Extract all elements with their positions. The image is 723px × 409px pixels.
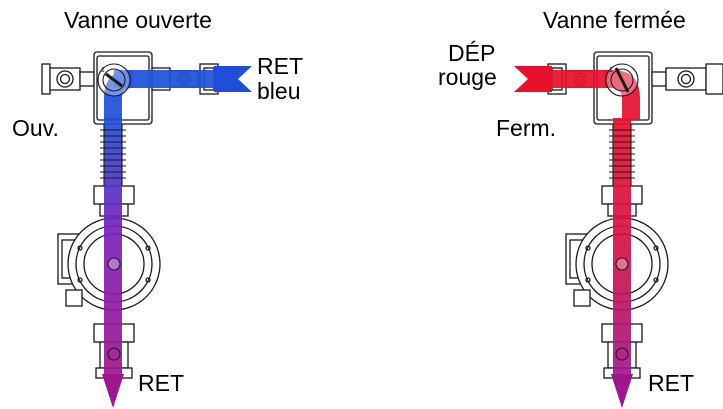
left-title: Vanne ouverte	[64, 7, 212, 33]
right-valve-state-label: Ferm.	[496, 115, 557, 141]
left-inlet-label-line2: bleu	[257, 78, 301, 104]
right-overlay: 1	[605, 63, 639, 361]
right-side-connector	[651, 63, 723, 95]
left-outlet-label: RET	[138, 370, 184, 396]
left-flow	[102, 66, 252, 408]
left-valve-state-label: Ouv.	[12, 115, 59, 141]
right-outlet-arrow	[611, 374, 633, 408]
svg-text:1: 1	[609, 67, 613, 74]
svg-text:1: 1	[101, 67, 105, 74]
left-assembly	[41, 51, 219, 379]
right-valve-knob-icon: 1	[605, 63, 639, 97]
right-inlet-label-line2: rouge	[438, 64, 497, 90]
right-title: Vanne fermée	[543, 7, 686, 33]
right-pump-shaft-icon	[615, 257, 629, 271]
right-flow	[514, 66, 640, 408]
left-valve-knob-icon: 1	[97, 63, 131, 97]
left-inlet-label-line1: RET	[257, 53, 303, 79]
right-inlet-label-line1: DÉP	[448, 40, 496, 66]
right-outlet-label: RET	[648, 370, 694, 396]
left-inlet-arrow	[214, 66, 252, 92]
left-side-connector	[41, 63, 95, 95]
left-outlet-arrow	[102, 374, 124, 408]
left-pump-shaft-icon	[107, 257, 121, 271]
right-inlet-arrow	[514, 66, 552, 92]
left-overlay: 1	[97, 63, 131, 361]
